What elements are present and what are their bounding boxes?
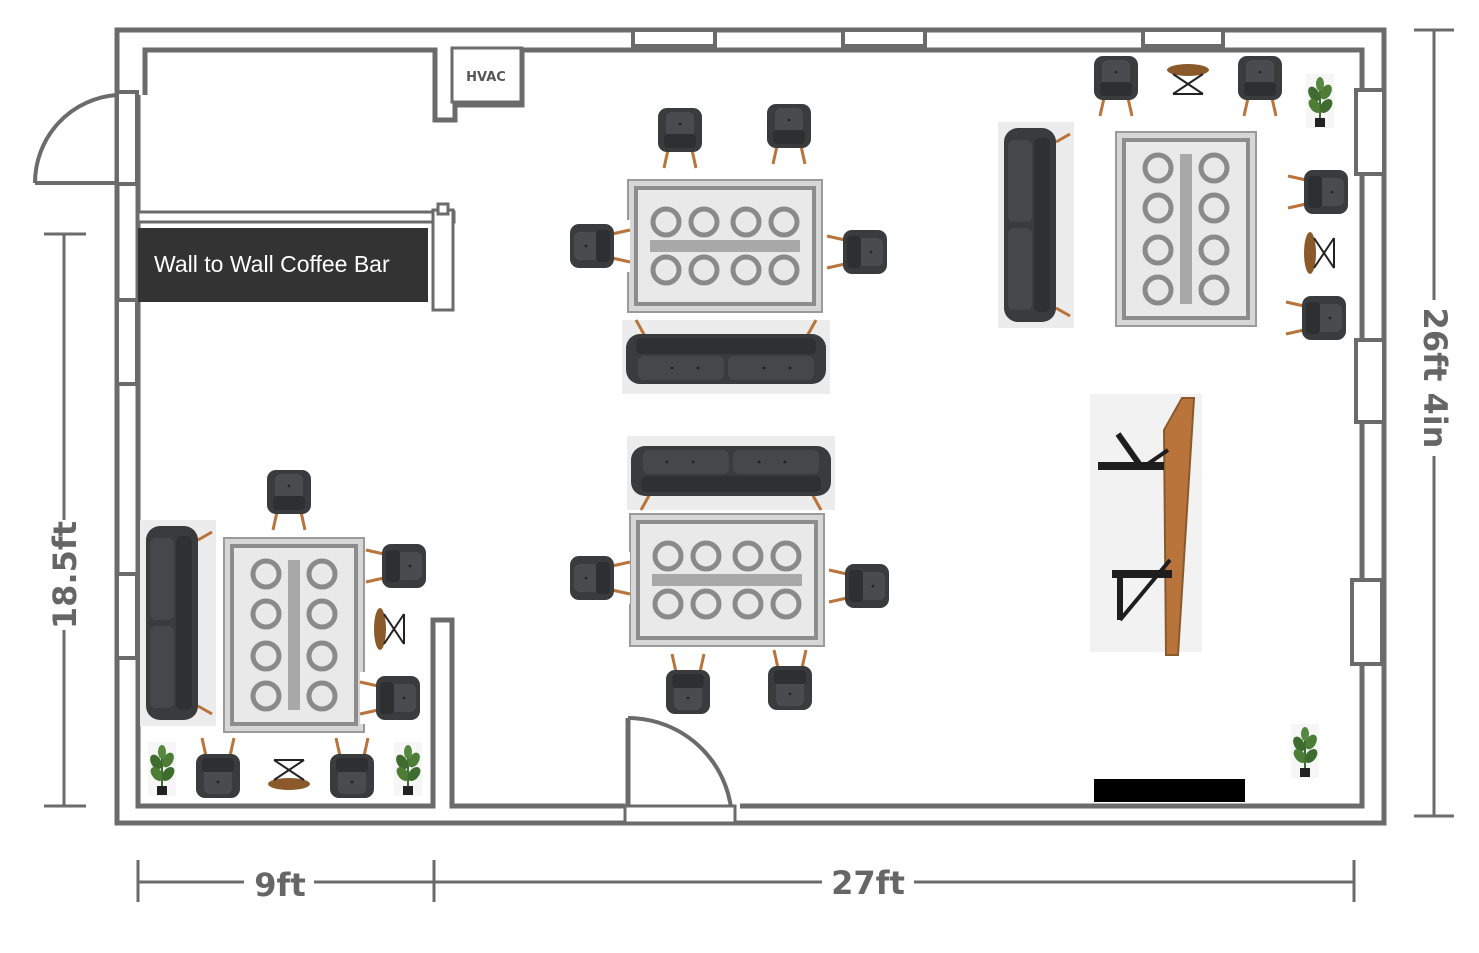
armchair-icon (324, 736, 380, 802)
window-icon (631, 28, 1225, 48)
dimension-bottom-left: 9ft (136, 860, 436, 904)
plant-icon (146, 741, 178, 797)
seating-group-left (138, 466, 430, 802)
dimension-right-label: 26ft 4in (1416, 308, 1454, 449)
side-table-icon (265, 753, 313, 795)
sofa-icon (625, 434, 837, 512)
armchair-icon (1232, 52, 1288, 118)
outer-wall (114, 27, 1387, 826)
hvac-label: HVAC (466, 70, 506, 85)
armchair-icon (761, 100, 817, 166)
plant-icon (1304, 73, 1336, 129)
sofa-icon (138, 518, 218, 728)
armchair-icon (364, 538, 430, 594)
armchair-icon (261, 466, 317, 532)
plant-icon (1289, 723, 1321, 779)
dimension-right: 26ft 4in (1414, 28, 1454, 818)
armchair-icon (827, 558, 893, 614)
inner-wall (135, 47, 1365, 809)
dimension-bottom-left-label: 9ft (254, 866, 305, 904)
armchair-icon (1284, 290, 1350, 346)
long-table (1090, 394, 1202, 656)
armchair-icon (190, 736, 246, 802)
door-swing-icon (623, 716, 737, 825)
seating-group-middle-center (566, 434, 893, 718)
window-icon (1350, 88, 1386, 666)
door-swing-icon (32, 93, 118, 185)
plant-icon (392, 741, 424, 797)
armchair-icon (825, 224, 891, 280)
side-table-icon (369, 605, 411, 653)
armchair-icon (652, 104, 708, 170)
side-table-icon (1299, 229, 1341, 277)
armchair-icon (660, 652, 716, 718)
dimension-left-label: 18.5ft (46, 521, 84, 629)
coffee-bar: Wall to Wall Coffee Bar (136, 202, 456, 312)
armchair-icon (566, 218, 632, 274)
tv-console (1094, 779, 1245, 802)
dimension-bottom-right-label: 27ft (831, 864, 905, 902)
hvac-unit: HVAC (450, 46, 524, 104)
sofa-icon (620, 318, 832, 396)
armchair-icon (566, 550, 632, 606)
seating-group-top-center (566, 100, 891, 396)
window-icon (115, 90, 139, 660)
armchair-icon (1286, 164, 1352, 220)
armchair-icon (762, 648, 818, 714)
armchair-icon (1088, 52, 1144, 118)
coffee-bar-label: Wall to Wall Coffee Bar (154, 251, 390, 277)
sofa-icon (996, 120, 1076, 330)
rug-icon (1116, 132, 1256, 326)
seating-group-top-right (996, 52, 1352, 346)
rug-icon (224, 538, 364, 732)
side-table-icon (1164, 59, 1212, 101)
dimension-left: 18.5ft (44, 232, 86, 808)
rug-icon (630, 514, 824, 646)
dimension-bottom-right: 27ft (434, 860, 1356, 902)
rug-icon (628, 180, 822, 312)
armchair-icon (358, 670, 424, 726)
